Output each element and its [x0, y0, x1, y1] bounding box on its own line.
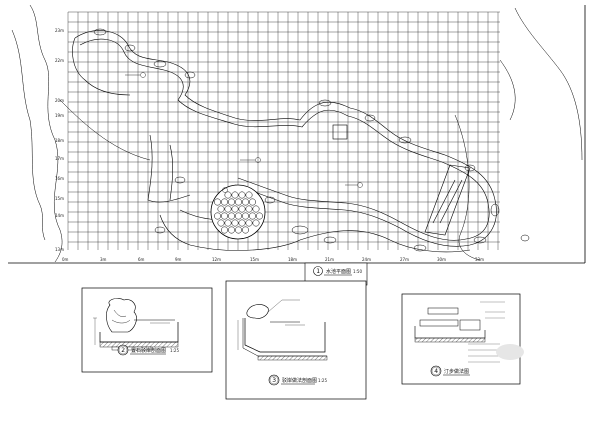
- col-label: 12m: [212, 257, 221, 262]
- paving-stone: [221, 226, 228, 234]
- paving-stone: [224, 191, 232, 199]
- terrain-contours-left: [11, 4, 151, 263]
- paving-stone: [217, 219, 225, 227]
- paving-stone: [249, 212, 256, 220]
- detail-scale: 1:25: [170, 348, 179, 353]
- detail-frame: [81, 287, 213, 373]
- plan-scale: 1:50: [353, 269, 362, 274]
- row-label: 15m: [55, 196, 64, 201]
- detail-title: 汀步做法图: [444, 368, 469, 375]
- paving-stone: [228, 226, 235, 234]
- col-label: 24m: [362, 257, 371, 262]
- square-platform: [332, 124, 348, 140]
- row-label: 14m: [55, 213, 64, 218]
- detail-title: 置石驳岸剖面图: [131, 347, 166, 354]
- col-label: 33m: [475, 257, 484, 262]
- detail-number: 2: [121, 347, 125, 354]
- paving-stone: [235, 212, 242, 220]
- paving-stone: [228, 198, 235, 206]
- rock-clusters: [93, 28, 530, 252]
- footbridge: [424, 164, 471, 236]
- col-label: 21m: [325, 257, 334, 262]
- plan-annotations: [125, 72, 363, 193]
- paving-stone: [238, 219, 246, 227]
- paving-stone: [235, 226, 242, 234]
- column-labels: 0m 3m 6m 9m 12m 15m 18m 21m 24m 27m 30m …: [62, 257, 484, 262]
- detail-number: 3: [272, 377, 276, 384]
- paving-stone: [231, 205, 239, 213]
- paving-stone: [228, 212, 235, 220]
- col-label: 9m: [175, 257, 182, 262]
- col-label: 6m: [138, 257, 145, 262]
- paving-stone: [214, 198, 221, 206]
- paving-stone: [238, 205, 246, 213]
- col-label: 3m: [100, 257, 107, 262]
- paving-stone: [245, 219, 253, 227]
- row-label: 16m: [55, 176, 64, 181]
- paving-stone: [221, 198, 228, 206]
- paving-stone: [214, 212, 221, 220]
- col-label: 27m: [400, 257, 409, 262]
- detail-2: 2 置石驳岸剖面图 1:25: [81, 287, 213, 373]
- row-label: 13m: [55, 247, 64, 252]
- paving-stone: [217, 205, 225, 213]
- paving-stone: [224, 219, 232, 227]
- plan-number: 1: [316, 268, 320, 275]
- row-label: 18m: [55, 138, 64, 143]
- paving-stone: [242, 226, 249, 234]
- col-label: 0m: [62, 257, 69, 262]
- detail-frame: [225, 280, 367, 400]
- detail-4: 4 汀步做法图: [401, 293, 524, 385]
- plan-title: 水池平面图: [326, 268, 351, 275]
- terrain-contours-right: [454, 7, 583, 261]
- paving-stone: [242, 198, 249, 206]
- paving-stone: [252, 219, 260, 227]
- row-label: 22m: [55, 58, 64, 63]
- paving-stone: [242, 212, 249, 220]
- col-label: 30m: [437, 257, 446, 262]
- detail-3: 3 驳岸做法剖面图 1:25: [225, 280, 367, 400]
- detail-scale: 1:25: [318, 378, 327, 383]
- row-labels: 23m 22m 20m 19m 18m 17m 16m 15m 14m 13m: [55, 28, 64, 252]
- plan-title-block: 1 水池平面图 1:50: [304, 262, 368, 286]
- paving-stone: [238, 191, 246, 199]
- circular-paving: [210, 184, 266, 240]
- row-label: 19m: [55, 113, 64, 118]
- paving-stone: [231, 191, 239, 199]
- plan-number-circle: [313, 266, 323, 276]
- paving-stone: [235, 198, 242, 206]
- plan-grid: [67, 11, 500, 250]
- detail-number: 4: [434, 368, 438, 375]
- paving-stone: [252, 205, 260, 213]
- stream-shoreline: [72, 30, 497, 253]
- paving-stone: [245, 205, 253, 213]
- col-label: 18m: [288, 257, 297, 262]
- paving-stone: [221, 212, 228, 220]
- paving-stone: [245, 191, 253, 199]
- paving-stone: [224, 205, 232, 213]
- col-label: 15m: [250, 257, 259, 262]
- paving-stone: [249, 198, 256, 206]
- detail-title: 驳岸做法剖面图: [282, 377, 317, 384]
- paving-stone: [256, 212, 263, 220]
- row-label: 20m: [55, 98, 64, 103]
- paving-stone: [231, 219, 239, 227]
- row-label: 23m: [55, 28, 64, 33]
- row-label: 17m: [55, 156, 64, 161]
